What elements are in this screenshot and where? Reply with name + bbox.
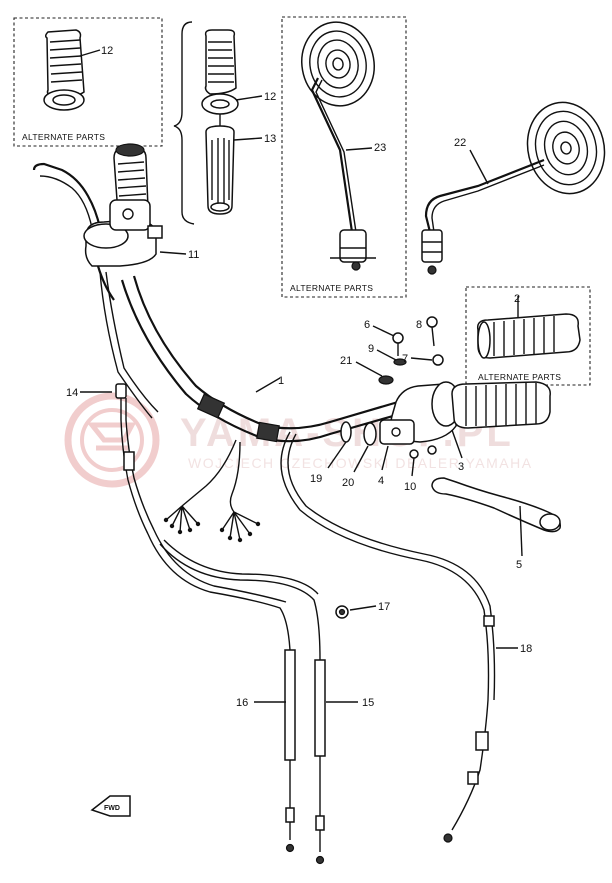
- mirror-part-23: [301, 21, 376, 271]
- callout-2: 2: [514, 293, 520, 305]
- screws-part-10: [409, 445, 437, 459]
- callout-17: 17: [378, 601, 390, 613]
- brake-lever-part-5: [431, 477, 561, 533]
- grip-part-12: [201, 29, 239, 115]
- alternate-parts-box-grip: 2 ALTERNATE PARTS: [465, 286, 591, 386]
- alternate-parts-caption-mirror: ALTERNATE PARTS: [290, 283, 373, 293]
- callout-12: 12: [264, 91, 276, 103]
- alternate-parts-box-mirror: 23 ALTERNATE PARTS: [281, 16, 407, 298]
- callout-20: 20: [342, 477, 354, 489]
- callout-8: 8: [416, 319, 422, 331]
- left-switch-housing-part-11: [83, 199, 163, 301]
- dealer-logo-icon: [64, 392, 160, 488]
- callout-16: 16: [236, 697, 248, 709]
- alternate-parts-caption-grip: ALTERNATE PARTS: [478, 372, 561, 382]
- callout-1: 1: [278, 375, 284, 387]
- callout-23: 23: [374, 142, 386, 154]
- clamp-part-20: [363, 422, 377, 446]
- callout-22: 22: [454, 137, 466, 149]
- mirror-part-22: [421, 101, 606, 275]
- alternate-parts-caption-left: ALTERNATE PARTS: [22, 132, 105, 142]
- washer-part-9: [393, 358, 407, 366]
- callout-11: 11: [188, 249, 199, 261]
- callout-15: 15: [362, 697, 374, 709]
- screw-part-8: [426, 316, 438, 347]
- callout-5: 5: [516, 559, 522, 571]
- forward-direction-marker: FWD: [90, 795, 131, 817]
- throttle-cable-part-15: [159, 539, 326, 865]
- grip-part-13: [205, 125, 235, 215]
- ring-part-19: [340, 421, 352, 443]
- bracket-grip-group: 12 13: [173, 21, 276, 225]
- callout-4: 4: [378, 475, 384, 487]
- left-clutch-lever: [32, 162, 102, 229]
- wiring-harness: [163, 439, 261, 543]
- fwd-label: FWD: [104, 805, 120, 812]
- alternate-parts-box-left: 12 ALTERNATE PARTS: [13, 17, 163, 147]
- right-grip-installed: [451, 381, 551, 429]
- grip-part-12-alt: [43, 29, 85, 111]
- grip-part-2-alt: [476, 313, 581, 359]
- callout-10: 10: [404, 481, 416, 493]
- cable-part-14-assembly: [115, 383, 155, 535]
- callout-3: 3: [458, 461, 464, 473]
- left-grip-installed: [113, 143, 149, 216]
- callout-18: 18: [520, 643, 532, 655]
- throttle-cable-part-16: [147, 529, 296, 853]
- callout-21: 21: [340, 355, 352, 367]
- callout-19: 19: [310, 473, 322, 485]
- nut-part-21: [378, 375, 394, 385]
- brake-cable-part-18: [280, 431, 496, 843]
- callout-9: 9: [368, 343, 374, 355]
- callout-14: 14: [66, 387, 78, 399]
- callout-13: 13: [264, 133, 276, 145]
- callout-7: 7: [402, 353, 408, 365]
- nut-part-7: [432, 354, 444, 366]
- clip-part-17: [335, 605, 349, 619]
- callout-12-alt: 12: [101, 45, 113, 57]
- screw-part-6: [392, 332, 404, 356]
- callout-6: 6: [364, 319, 370, 331]
- handlebar-part-1: [120, 275, 401, 443]
